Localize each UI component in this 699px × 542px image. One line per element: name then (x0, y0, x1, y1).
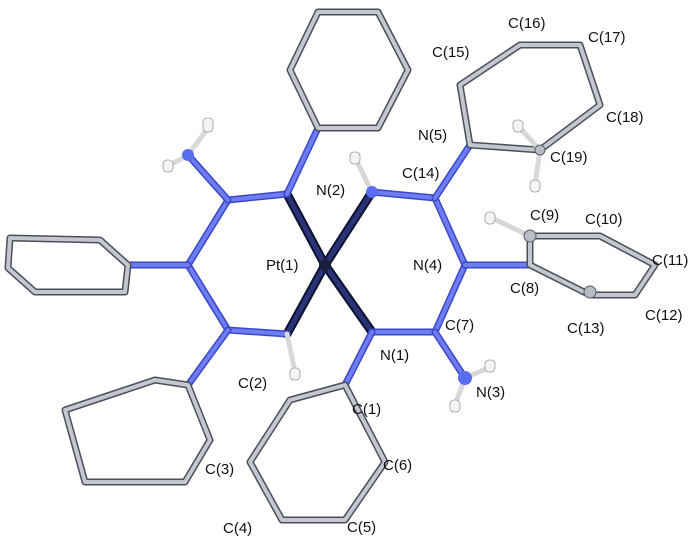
bonds (4, 8, 659, 524)
label-c6: C(6) (383, 457, 412, 474)
label-c15: C(15) (432, 44, 470, 61)
label-c9: C(9) (530, 207, 559, 224)
left-ring-bonds (124, 124, 322, 389)
atom-labels: Pt(1) N(1) N(2) N(3) N(4) N(5) C(1) C(2)… (205, 15, 688, 537)
carbon-atom (583, 285, 597, 299)
pt-n-bonds (282, 187, 377, 339)
label-c8: C(8) (510, 280, 539, 297)
label-c17: C(17) (588, 29, 626, 46)
platinum-atom (319, 259, 331, 271)
label-n5: N(5) (418, 127, 447, 144)
label-c16: C(16) (508, 15, 546, 32)
label-n4: N(4) (413, 257, 442, 274)
label-n2: N(2) (316, 182, 345, 199)
label-c11: C(11) (652, 252, 688, 269)
label-n1: N(1) (380, 347, 409, 364)
label-c3: C(3) (205, 461, 234, 478)
label-c12: C(12) (645, 307, 683, 324)
label-c10: C(10) (585, 211, 623, 228)
right-ring-bonds (341, 141, 534, 389)
label-n3: N(3) (476, 384, 505, 401)
label-c7: C(7) (445, 317, 474, 334)
nitrogen-atom (366, 186, 378, 198)
label-c5: C(5) (347, 519, 376, 536)
nitrogen-atom (182, 149, 194, 161)
hydrogen-atoms (162, 117, 541, 413)
label-pt1: Pt(1) (266, 257, 299, 274)
label-c2: C(2) (238, 375, 267, 392)
nitrogen-atom (458, 371, 472, 385)
label-c18: C(18) (606, 109, 644, 126)
carbon-atom (534, 144, 546, 156)
label-c13: C(13) (567, 320, 605, 337)
carbon-bonds (4, 8, 659, 524)
carbon-atom (523, 229, 537, 243)
label-c1: C(1) (352, 401, 381, 418)
label-c19: C(19) (550, 149, 588, 166)
atoms (162, 117, 597, 413)
label-c14: C(14) (402, 165, 440, 182)
label-c4: C(4) (223, 520, 252, 537)
